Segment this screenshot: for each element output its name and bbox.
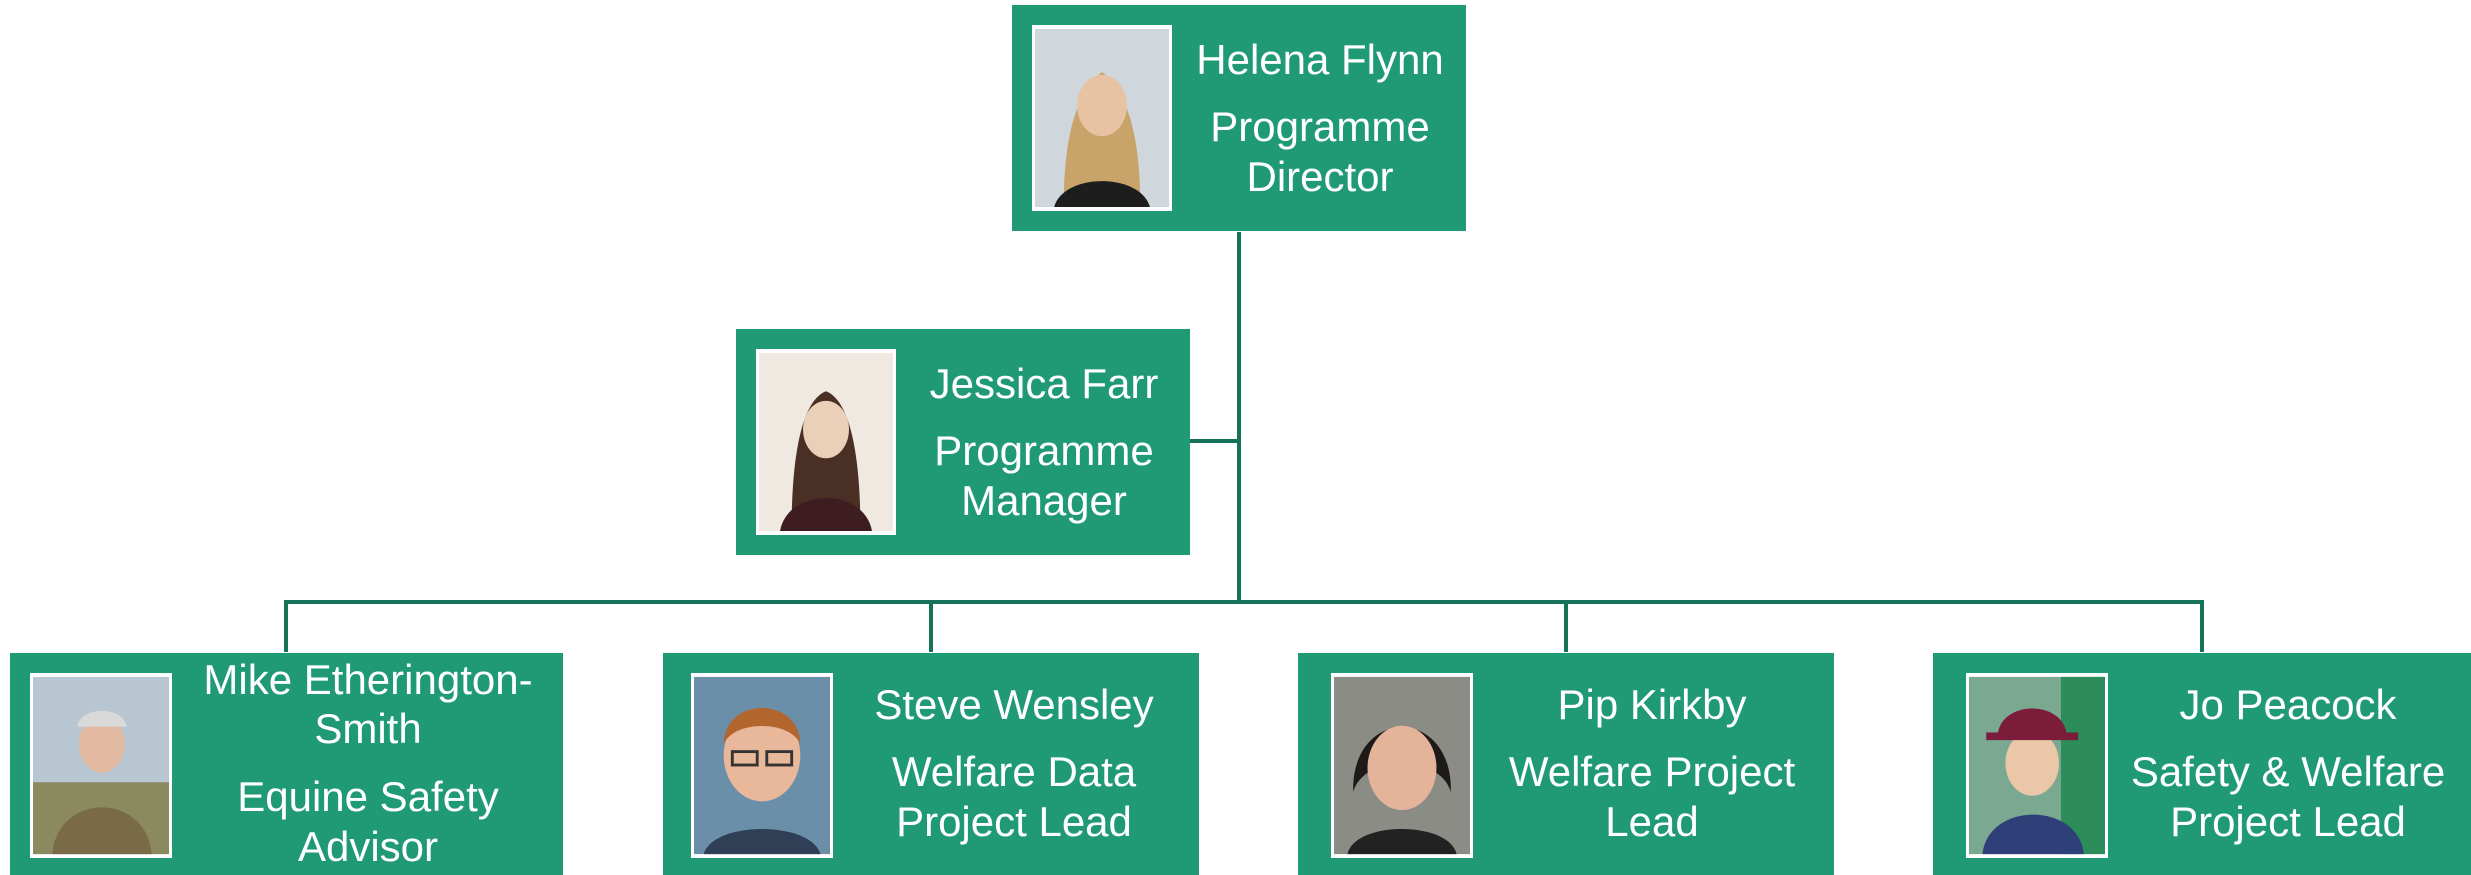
person-name: Jessica Farr <box>929 359 1159 407</box>
person-name: Mike Etherington-Smith <box>203 655 533 753</box>
connector-manager-branch <box>1190 439 1239 443</box>
manager-card[interactable]: Jessica Farr Programme Manager <box>736 329 1190 555</box>
connector-drop-3 <box>1564 600 1568 652</box>
job-title: Equine Safety Advisor <box>237 773 499 870</box>
connector-drop-4 <box>2200 600 2204 652</box>
team-card-4[interactable]: Jo Peacock Safety & Welfare Project Lead <box>1933 653 2471 875</box>
job-title: Welfare Data Project Lead <box>891 748 1137 845</box>
portrait-photo <box>1966 673 2108 858</box>
job-title: Safety & Welfare Project Lead <box>2130 748 2446 845</box>
person-name: Jo Peacock <box>2179 680 2397 728</box>
portrait-photo <box>1032 25 1172 211</box>
team-card-2[interactable]: Steve Wensley Welfare Data Project Lead <box>663 653 1199 875</box>
portrait-photo <box>691 673 833 858</box>
person-name: Steve Wensley <box>874 680 1154 728</box>
connector-drop-1 <box>284 600 288 652</box>
person-name: Helena Flynn <box>1196 35 1444 83</box>
connector-drop-2 <box>929 600 933 652</box>
connector-team-horizontal <box>284 600 2204 604</box>
portrait-photo <box>1331 673 1473 858</box>
team-card-1[interactable]: Mike Etherington-Smith Equine Safety Adv… <box>10 653 563 875</box>
portrait-photo <box>30 673 172 858</box>
connector-director-vertical <box>1237 232 1241 604</box>
job-title: Programme Manager <box>934 427 1154 524</box>
job-title: Welfare Project Lead <box>1508 748 1796 845</box>
team-card-3[interactable]: Pip Kirkby Welfare Project Lead <box>1298 653 1834 875</box>
portrait-photo <box>756 349 896 535</box>
director-card[interactable]: Helena Flynn Programme Director <box>1012 5 1466 231</box>
person-name: Pip Kirkby <box>1557 680 1747 728</box>
job-title: Programme Director <box>1210 103 1430 200</box>
